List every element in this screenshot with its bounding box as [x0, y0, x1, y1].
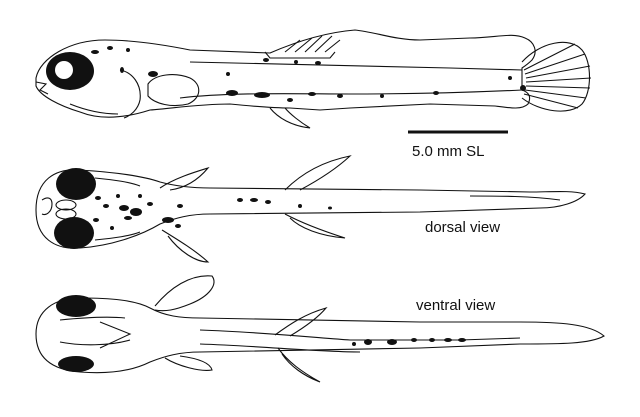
scale-bar-label: 5.0 mm SL — [412, 143, 485, 160]
ventral-upper-pectoral-fin — [155, 276, 214, 311]
dorsal-lower-pelvic-fin — [285, 214, 345, 238]
dorsal-brain-left — [56, 200, 76, 210]
ventral-jaw — [60, 317, 130, 348]
dorsal-right-pectoral-fin — [162, 230, 208, 262]
dorsal-head-outline — [95, 178, 140, 240]
ventral-melanophores — [352, 338, 466, 346]
dorsal-upper-eye — [56, 168, 96, 200]
lateral-body-outline — [36, 30, 535, 117]
caudal-fin — [522, 42, 590, 111]
dorsal-left-pectoral-fin — [160, 168, 208, 190]
ventral-lower-pelvic-fin — [278, 348, 320, 382]
dorsal-fin-rays — [285, 36, 340, 52]
ventral-view-label: ventral view — [416, 297, 496, 314]
ventral-view — [36, 276, 604, 382]
mouth — [36, 82, 48, 94]
ventral-gut — [200, 330, 520, 340]
dorsal-view-label: dorsal view — [425, 219, 501, 236]
dorsal-median-finfold — [470, 196, 560, 200]
lateral-midline — [190, 62, 522, 70]
dorsal-view — [36, 156, 585, 262]
dorsal-fin-base — [265, 52, 335, 58]
jaw-line — [70, 104, 118, 114]
ventral-upper-eye — [56, 295, 96, 317]
lateral-melanophores — [91, 46, 526, 102]
pelvic-fin — [270, 108, 310, 128]
caudal-fin-rays — [524, 44, 591, 108]
dorsal-lower-eye — [54, 217, 94, 249]
ventral-lower-eye — [58, 356, 94, 372]
lateral-view — [36, 30, 591, 128]
lateral-eye-highlight — [55, 61, 73, 79]
ventral-body-outline — [36, 298, 604, 373]
dorsal-melanophores — [93, 194, 332, 230]
ventral-gut-lower — [200, 344, 360, 352]
ventral-lower-pectoral-fin — [165, 356, 212, 370]
pectoral-fin — [148, 75, 199, 106]
dorsal-snout — [42, 198, 52, 215]
dorsal-body-outline — [36, 170, 585, 248]
operculum — [120, 70, 140, 118]
ventral-upper-pelvic-fin — [275, 308, 326, 336]
dorsal-upper-pelvic-fin — [285, 156, 350, 190]
